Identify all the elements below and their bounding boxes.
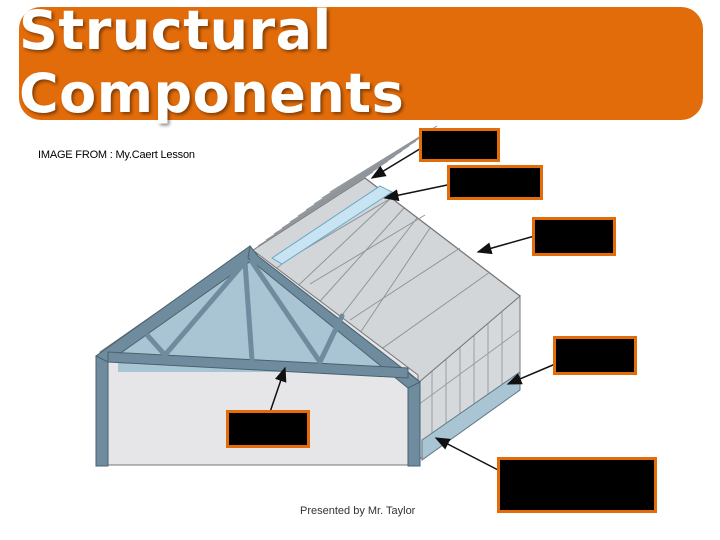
label-box-roof-panel bbox=[532, 217, 616, 256]
left-column bbox=[95, 347, 109, 467]
bottom-chord bbox=[107, 351, 409, 379]
right-rafter bbox=[247, 244, 421, 389]
arrow-base-girt bbox=[434, 437, 503, 473]
label-box-ridge-cap bbox=[419, 128, 500, 162]
label-box-skylight bbox=[447, 165, 543, 200]
truss-webs bbox=[145, 259, 345, 365]
presenter-footer: Presented by Mr. Taylor bbox=[300, 505, 416, 517]
label-box-side-wall bbox=[553, 336, 637, 375]
label-box-base-girt bbox=[497, 457, 657, 513]
arrow-ridge-cap bbox=[370, 146, 424, 179]
image-credit: IMAGE FROM : My.Caert Lesson bbox=[38, 149, 195, 161]
arrow-truss bbox=[267, 366, 287, 419]
label-arrows bbox=[267, 146, 561, 473]
title-banner: Structural Components bbox=[19, 0, 703, 125]
arrow-skylight bbox=[383, 183, 453, 202]
arrow-side-wall bbox=[506, 361, 561, 385]
arrow-roof-panel bbox=[476, 234, 539, 255]
rigid-frame bbox=[95, 244, 421, 467]
page-title: Structural Components bbox=[19, 0, 405, 125]
label-box-truss bbox=[226, 410, 310, 448]
